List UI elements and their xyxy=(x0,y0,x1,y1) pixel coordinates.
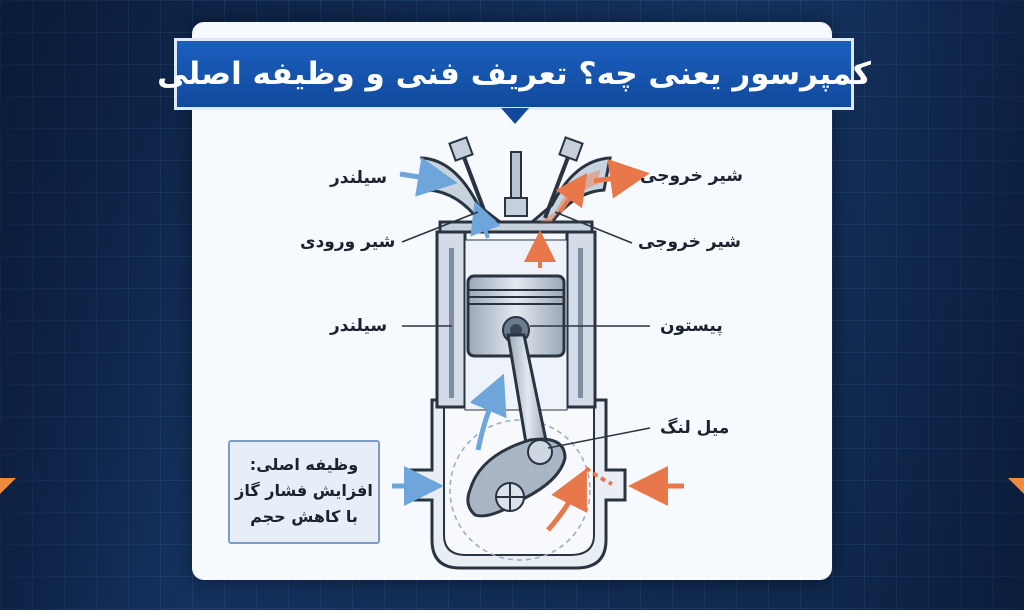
main-function-box: وظیفه اصلی: افزایش فشار گاز با کاهش حجم xyxy=(228,440,380,544)
intake-port xyxy=(420,156,505,224)
crank-pin xyxy=(527,439,553,465)
label-crankshaft: میل لنگ xyxy=(660,418,730,438)
cylinder-head xyxy=(438,220,594,234)
label-exhaust-top: شیر خروجی xyxy=(640,166,743,186)
label-cylinder-top: سیلندر xyxy=(330,168,388,188)
leader-exhaust-valve xyxy=(554,211,633,244)
info-line-1: وظیفه اصلی: xyxy=(249,455,359,474)
background-right-shade xyxy=(834,0,1024,610)
label-exhaust-valve: شیر خروجی xyxy=(638,232,741,252)
info-line-3: با کاهش حجم xyxy=(250,507,358,526)
leader-intake-valve xyxy=(401,211,479,243)
label-intake-valve: شیر ورودی xyxy=(300,232,396,252)
label-cylinder-mid: سیلندر xyxy=(330,316,388,336)
exhaust-arrow-top xyxy=(593,158,650,199)
compressor-diagram xyxy=(392,136,684,570)
title-banner-tail xyxy=(501,108,529,124)
exhaust-arrow-crank-dashed xyxy=(584,466,613,486)
background-left-shade xyxy=(0,0,190,610)
intake-arrow-top xyxy=(399,157,458,197)
exhaust-valve-cap xyxy=(558,136,584,162)
exhaust-arrow-crank xyxy=(546,468,587,532)
cylinder-liner-left xyxy=(449,248,454,398)
center-plug xyxy=(510,151,522,201)
crank-path xyxy=(449,419,591,561)
corner-accent-left xyxy=(0,478,16,494)
title-banner: کمپرسور یعنی چه؟ تعریف فنی و وظیفه اصلی xyxy=(157,38,871,110)
intake-valve-cap xyxy=(448,136,474,162)
corner-accent-right xyxy=(1008,478,1024,494)
crank-journal-mark xyxy=(496,483,524,511)
info-line-2: افزایش فشار گاز xyxy=(235,481,373,500)
exhaust-arrow-port xyxy=(555,172,588,214)
cylinder-liner-right xyxy=(578,248,583,398)
label-piston: پیستون xyxy=(660,316,723,336)
page-title: کمپرسور یعنی چه؟ تعریف فنی و وظیفه اصلی xyxy=(157,56,871,92)
intake-arrow-cylinder xyxy=(469,373,507,451)
piston-pin-inner xyxy=(510,324,522,336)
leader-crankshaft xyxy=(547,427,651,449)
intake-arrow-port xyxy=(470,200,501,239)
center-plug-base xyxy=(504,197,528,217)
